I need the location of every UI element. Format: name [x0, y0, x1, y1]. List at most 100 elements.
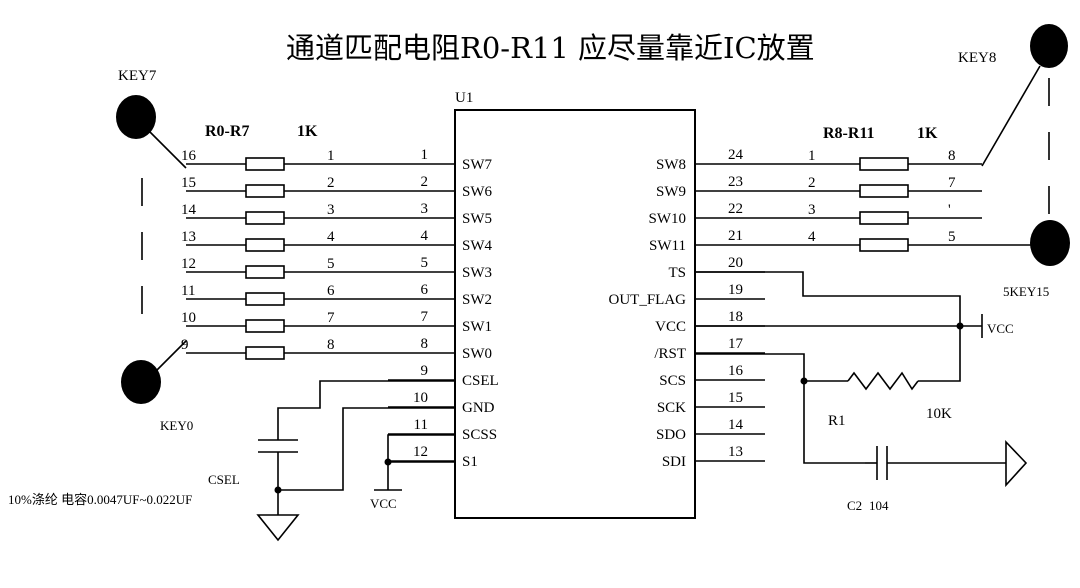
ground-arrow-icon — [1005, 440, 1028, 488]
ic-pin-number-left: 3 — [421, 201, 429, 217]
ic-left-pins: SW71SW62SW53SW44SW35SW26SW17SW08CSEL9GND… — [186, 147, 499, 470]
left-resistor-icon — [245, 157, 285, 171]
ic-pin-name-right: SW10 — [649, 211, 687, 227]
ic-pin-name-right: SCS — [659, 373, 686, 389]
ic-pin-number-right: 13 — [728, 444, 743, 460]
ic-pin-name-right: SDO — [656, 427, 686, 443]
right-array-outer-pin: 5 — [948, 229, 956, 245]
left-resistor-icon — [245, 265, 285, 279]
ic-pin-number-right: 20 — [728, 255, 743, 271]
ic-pin-number-right: 16 — [728, 363, 744, 379]
left-resistor-icon — [245, 184, 285, 198]
ic-pin-name-right: /RST — [654, 346, 686, 362]
right-resistor-icon — [859, 211, 909, 225]
left-array-outer-pin: 9 — [181, 337, 189, 353]
key0-group: KEY0 — [121, 340, 193, 433]
key15-label: 5KEY15 — [1003, 284, 1049, 299]
right-resistor-icon — [859, 157, 909, 171]
ic-pin-number-right: 23 — [728, 174, 743, 190]
r1-label: R1 — [828, 413, 846, 429]
ic-pin-name-right: SDI — [662, 454, 686, 470]
ic-pin-number-left: 4 — [421, 228, 429, 244]
ic-pin-number-left: 5 — [421, 255, 429, 271]
right-resistor-icon — [859, 238, 909, 252]
left-array-outer-pin: 12 — [181, 256, 196, 272]
ic-u1-body — [454, 109, 696, 519]
key8-label: KEY8 — [958, 50, 996, 66]
ic-pin-name-left: SW1 — [462, 319, 492, 335]
ic-pin-name-left: SW0 — [462, 346, 492, 362]
ic-pin-number-left: 6 — [421, 282, 429, 298]
left-array-inner-pin: 8 — [327, 337, 335, 353]
ic-pin-name-right: OUT_FLAG — [609, 292, 687, 308]
key8-wire — [981, 65, 1041, 167]
key15-pad-icon — [1030, 220, 1070, 266]
r1-resistor-icon — [847, 371, 919, 391]
ic-pin-name-right: VCC — [655, 319, 686, 335]
ic-pin-number-left: 10 — [413, 390, 428, 406]
csel-wire — [277, 380, 455, 440]
ic-pin-number-left: 12 — [413, 444, 428, 460]
key8-pad-icon — [1030, 24, 1068, 68]
scss-wire — [387, 434, 455, 490]
key0-label: KEY0 — [160, 418, 193, 433]
right-array-label: R8-R11 — [823, 125, 875, 142]
ic-pin-name-left: SW4 — [462, 238, 493, 254]
right-array-inner-pin: 1 — [808, 148, 816, 164]
key7-label: KEY7 — [118, 68, 157, 84]
left-array-inner-pin: 2 — [327, 175, 335, 191]
key7-pad-icon — [116, 95, 156, 139]
ic-pin-name-right: SW9 — [656, 184, 686, 200]
ic-pin-name-right: SW11 — [649, 238, 686, 254]
key15-group: 5KEY15 — [1003, 220, 1070, 299]
csel-label: CSEL — [208, 472, 240, 487]
ic-pin-number-right: 18 — [728, 309, 743, 325]
left-array-inner-pin: 5 — [327, 256, 335, 272]
right-array-value: 1K — [917, 125, 938, 142]
ic-u1: U1 SW71SW62SW53SW44SW35SW26SW17SW08CSEL9… — [186, 90, 982, 519]
key0-pad-icon — [121, 360, 161, 404]
left-bottom-circuits: CSEL 10%涤纶 电容0.0047UF~0.022UF VCC — [8, 380, 455, 542]
left-resistor-icon — [245, 238, 285, 252]
r1-value: 10K — [926, 406, 952, 422]
right-circuits: VCC R1 10K C2 104 — [695, 271, 1028, 513]
left-array-outer-pin: 15 — [181, 175, 196, 191]
right-array-inner-pin: 4 — [808, 229, 816, 245]
ic-pin-name-left: SW6 — [462, 184, 493, 200]
ts-wire — [695, 271, 961, 382]
ic-pin-number-right: 22 — [728, 201, 743, 217]
c2-value: 104 — [869, 498, 889, 513]
ic-pin-number-left: 8 — [421, 336, 429, 352]
ic-pin-number-left: 9 — [421, 363, 429, 379]
key7-group: KEY7 — [116, 68, 187, 318]
ic-pin-name-right: SW8 — [656, 157, 686, 173]
vcc-right-label: VCC — [987, 321, 1014, 336]
key8-group: KEY8 — [958, 24, 1068, 218]
rst-wire — [695, 353, 865, 464]
csel-desc: 10%涤纶 电容0.0047UF~0.022UF — [8, 492, 192, 507]
right-array-inner-pin: 3 — [808, 202, 816, 218]
left-resistor-icon — [245, 319, 285, 333]
right-array-outer-pin: 8 — [948, 148, 956, 164]
key7-wire — [149, 131, 187, 169]
left-array-outer-pin: 11 — [181, 283, 195, 299]
vcc-junction-dot — [956, 322, 964, 330]
ic-pin-name-left: SW5 — [462, 211, 492, 227]
ic-pin-name-left: SW7 — [462, 157, 493, 173]
left-array-outer-pin: 14 — [181, 202, 197, 218]
s1-junction-dot — [384, 458, 392, 466]
right-array-outer-pin: 7 — [948, 175, 956, 191]
left-array-outer-pin: 13 — [181, 229, 196, 245]
left-array-outer-pin: 16 — [181, 148, 197, 164]
ic-pin-name-left: GND — [462, 400, 495, 416]
left-array-label: R0-R7 — [205, 123, 249, 140]
gnd-wire — [278, 407, 455, 491]
ic-pin-name-right: TS — [668, 265, 686, 281]
ic-pin-number-right: 24 — [728, 147, 744, 163]
left-resistor-icon — [245, 292, 285, 306]
left-array-value: 1K — [297, 123, 318, 140]
ic-pin-number-right: 15 — [728, 390, 743, 406]
key0-wire — [154, 340, 187, 373]
